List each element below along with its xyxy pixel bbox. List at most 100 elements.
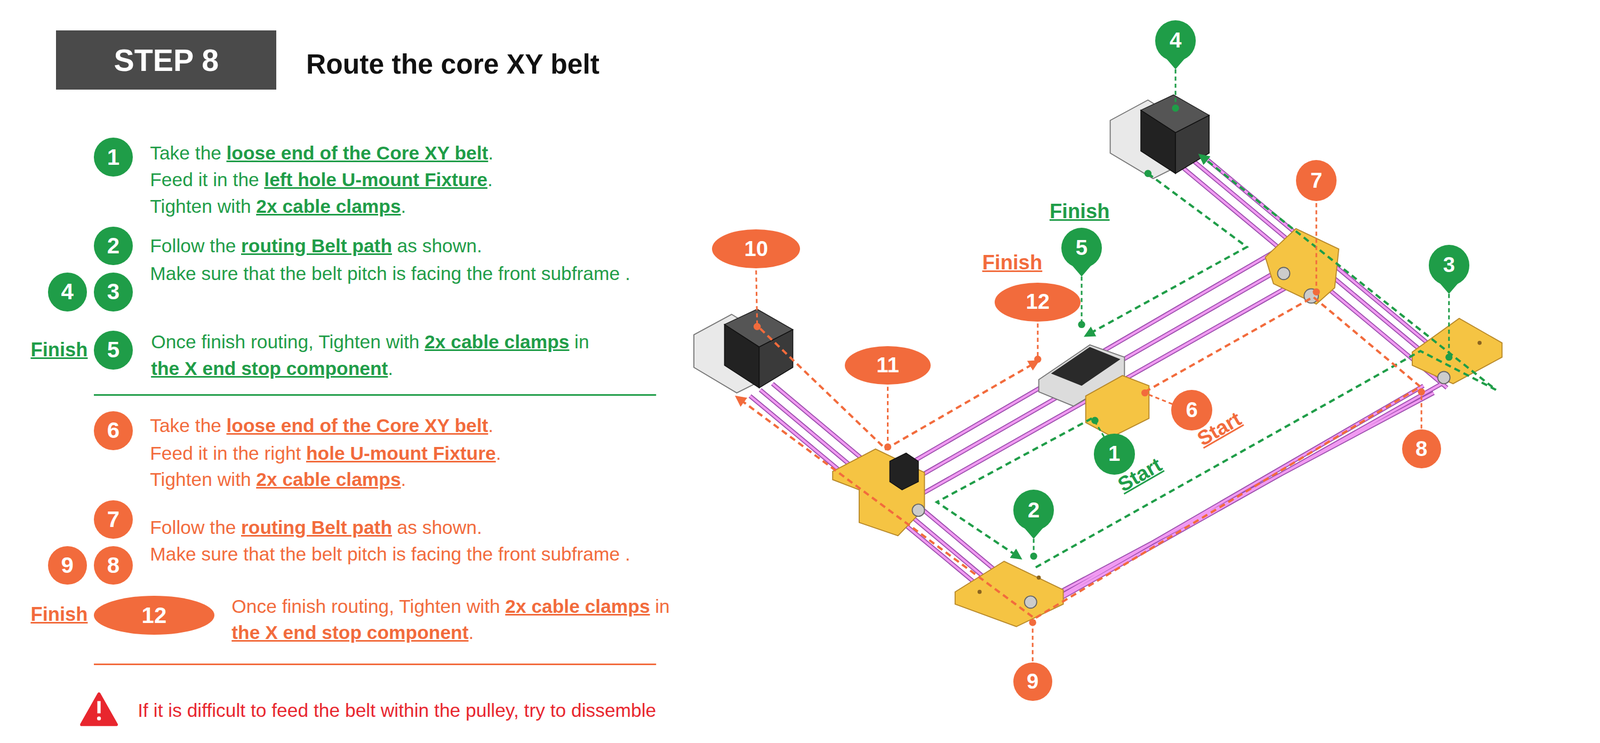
instruction-line: Follow therouting Belt pathas shown. [149, 232, 483, 260]
instruction-line: Make sure that the belt pitch is facing … [149, 540, 631, 568]
callout-number: 3 [93, 272, 133, 312]
instruction-text: in [654, 595, 670, 617]
instruction-text: . [401, 468, 407, 490]
callout-text: 12 [141, 603, 167, 628]
key-term: 2x cable clamps [256, 195, 401, 217]
leader-line [1036, 323, 1039, 358]
drawing [81, 54, 1502, 725]
leader-dot [884, 443, 892, 451]
pulley [1437, 371, 1451, 384]
callout-number: 8 [93, 546, 133, 586]
instruction-text: Make sure that the belt pitch is facing … [149, 262, 631, 284]
key-term: 2x cable clamps [505, 595, 650, 617]
leader-dot [1417, 388, 1425, 396]
callout-number: 8 [1402, 429, 1442, 469]
instruction-text: Feed it in the [149, 169, 260, 190]
leader-dot [1171, 104, 1179, 112]
instruction-line: Take theloose end of the Core XY belt. [149, 139, 494, 167]
callout-text: 7 [107, 507, 120, 532]
instruction-line: Follow therouting Belt pathas shown. [149, 514, 483, 541]
carriage-block [1085, 375, 1150, 437]
carriage-hood [1051, 347, 1121, 387]
route-arrow [1085, 173, 1247, 336]
leader-line [756, 270, 758, 325]
instruction-text: Tighten with [149, 195, 251, 217]
callout-text: 6 [1186, 398, 1198, 422]
instruction-text: in [574, 331, 590, 352]
callout-text: 1 [1108, 442, 1120, 466]
warning-triangle [81, 693, 117, 725]
instruction-text: Follow the [149, 235, 236, 256]
instruction-line: If it is difficult to feed the belt with… [137, 697, 656, 724]
warning-icon [81, 693, 117, 725]
callout-text: 9 [1026, 670, 1039, 693]
idler-plate [1412, 318, 1502, 384]
callout-number: 7 [93, 500, 133, 540]
key-term: 2x cable clamps [424, 331, 570, 352]
callout-number: 2 [93, 226, 133, 266]
route-dot [1144, 170, 1152, 178]
instruction-line: the X end stop component. [231, 619, 474, 646]
screw-hole [977, 589, 982, 595]
leader-line [1032, 624, 1034, 662]
screw-hole [1036, 575, 1042, 580]
leader-line [886, 386, 889, 445]
step-label: STEP 8 [114, 44, 220, 77]
callout-number: 5 [93, 330, 133, 370]
callout-text: 2 [1027, 499, 1040, 522]
instruction-line: Once finish routing, Tighten with2x cabl… [231, 593, 670, 620]
instruction-text: Once finish routing, Tighten with [150, 331, 420, 352]
step-badge: STEP 8 [56, 30, 277, 90]
instruction-text: as shown. [397, 235, 483, 256]
callout-number: 10 [712, 229, 800, 269]
callout-number: 3 [1428, 244, 1470, 286]
key-term: routing Belt path [241, 516, 392, 538]
instruction-line: the X end stop component. [150, 355, 394, 382]
finish-label: Finish [30, 339, 88, 361]
leader-dot [753, 323, 761, 331]
callout-number: 4 [1155, 20, 1197, 62]
pulley [1277, 267, 1290, 280]
pulley [1024, 595, 1037, 608]
instruction-text: . [496, 442, 502, 464]
orange-leaders [756, 203, 1422, 662]
callout-text: 5 [1075, 236, 1088, 260]
divider-line [93, 394, 656, 396]
callout-text: 3 [1443, 253, 1455, 277]
callout-text: 11 [876, 354, 899, 377]
finish-label: Finish [982, 251, 1043, 274]
callout-number: 4 [48, 272, 87, 312]
callout-text: 3 [107, 280, 120, 304]
key-term: left hole U-mount Fixture [264, 169, 488, 190]
step-title: Route the core XY belt [306, 46, 600, 82]
leader-dot [1445, 353, 1453, 361]
instruction-text: . [401, 195, 407, 217]
x-end-right [1265, 228, 1339, 305]
callout-number: 7 [1296, 160, 1338, 202]
finish-label: Finish [30, 603, 88, 626]
callout-number: 12 [93, 595, 215, 635]
stepper-motor [1110, 94, 1210, 179]
key-term: the X end stop component [150, 357, 388, 379]
instruction-text: Once finish routing, Tighten with [231, 595, 500, 617]
leader-line [1420, 394, 1423, 429]
leader-line [1094, 421, 1104, 437]
callout-text: 7 [1310, 169, 1323, 192]
route-arrow [1035, 155, 1496, 568]
callout-number: 2 [1013, 489, 1055, 531]
instruction-text: . [468, 621, 474, 643]
pin-pointers [1021, 54, 1462, 539]
callout-text: 8 [1415, 437, 1428, 461]
callout-number: 1 [93, 137, 133, 177]
pulley [912, 504, 925, 517]
route-arrow [736, 297, 1421, 619]
finish-label: Finish [1049, 200, 1110, 223]
instruction-text: . [387, 357, 394, 379]
instruction-text: as shown. [397, 516, 483, 538]
endstop [889, 452, 919, 490]
instruction-text: Follow the [149, 516, 236, 538]
instruction-text: Take the [149, 414, 222, 436]
leader-dot [1029, 618, 1037, 626]
instruction-text: . [488, 142, 494, 164]
